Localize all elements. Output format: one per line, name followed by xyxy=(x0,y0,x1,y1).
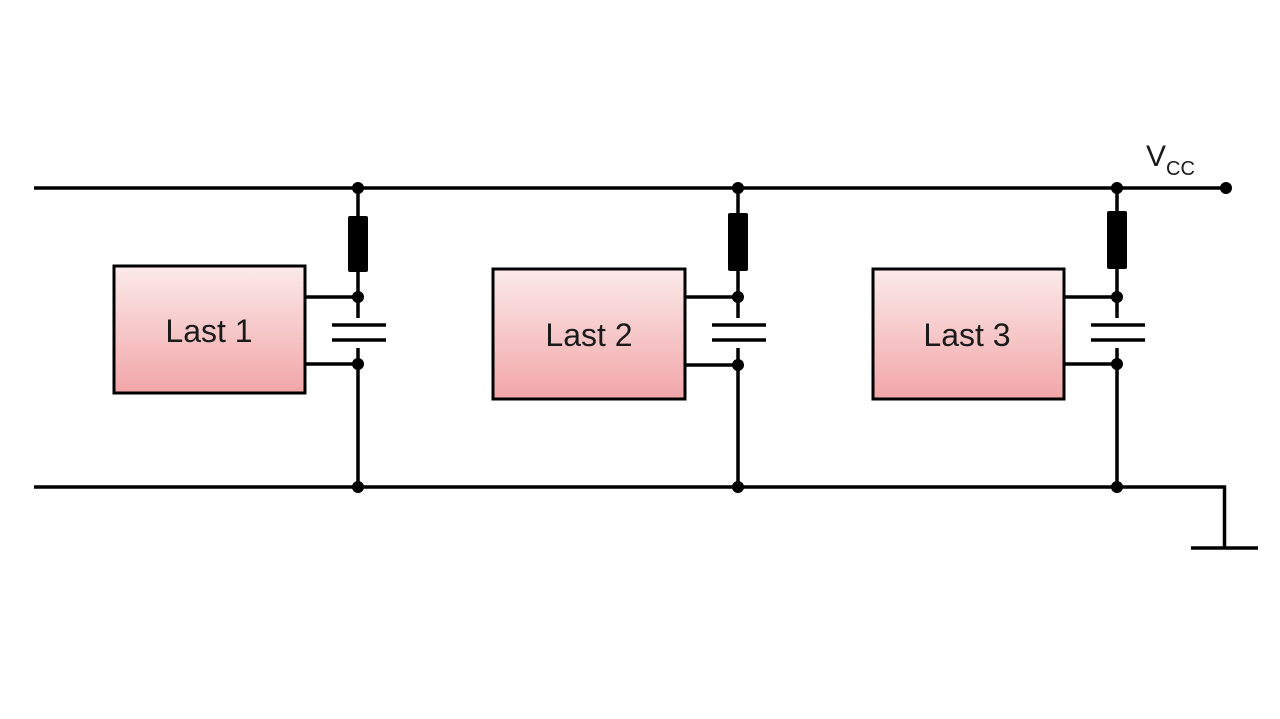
vcc-label-main: V xyxy=(1146,140,1166,173)
vcc-label-subscript: CC xyxy=(1166,158,1195,180)
load-branch-1: Last 1 xyxy=(112,182,386,493)
junction-node-icon xyxy=(352,182,364,194)
junction-node-icon xyxy=(732,481,744,493)
vcc-terminal-node xyxy=(1220,182,1232,194)
capacitor-icon xyxy=(712,318,766,348)
load-branch-2: Last 2 xyxy=(491,182,766,493)
inductor-icon xyxy=(348,216,368,272)
capacitor-icon xyxy=(1091,318,1145,348)
supply-rail xyxy=(34,182,1232,194)
inductor-icon xyxy=(728,213,748,271)
load-box-3 xyxy=(871,267,1066,401)
load-branch-3: Last 3 xyxy=(871,182,1145,493)
junction-node-icon xyxy=(352,481,364,493)
load-box-1 xyxy=(112,264,307,395)
junction-node-icon xyxy=(1111,481,1123,493)
load-label-1: Last 1 xyxy=(165,313,252,349)
junction-node-icon xyxy=(732,182,744,194)
vcc-label: VCC xyxy=(1146,140,1195,180)
load-box-2 xyxy=(491,267,687,401)
load-label-3: Last 3 xyxy=(923,317,1010,353)
ground-rail xyxy=(34,485,1227,548)
inductor-icon xyxy=(1107,211,1127,269)
capacitor-icon xyxy=(332,318,386,348)
junction-node-icon xyxy=(1111,182,1123,194)
load-label-2: Last 2 xyxy=(545,317,632,353)
